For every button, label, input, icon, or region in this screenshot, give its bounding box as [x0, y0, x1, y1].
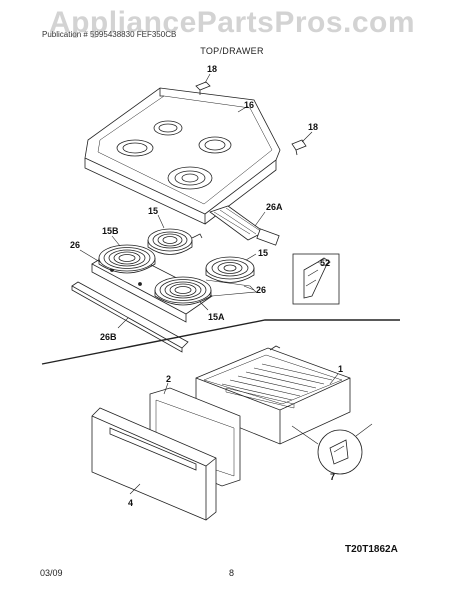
wire-harness: [209, 205, 280, 246]
callout-18-left: 18: [207, 64, 217, 74]
callout-52: 52: [320, 258, 330, 268]
mounting-bracket-left: [195, 73, 211, 95]
callout-15-top: 15: [148, 206, 158, 216]
callout-15b: 15B: [102, 226, 119, 236]
drawer-front-panel: [91, 407, 217, 521]
section-title: TOP/DRAWER: [200, 46, 264, 56]
callout-7: 7: [330, 472, 335, 482]
callout-16: 16: [244, 100, 254, 110]
surface-element-small: [147, 228, 203, 255]
callout-26-left: 26: [70, 240, 80, 250]
callout-26b: 26B: [100, 332, 117, 342]
callout-2: 2: [166, 374, 171, 384]
callout-18-right: 18: [308, 122, 318, 132]
callout-26a: 26A: [266, 202, 283, 212]
section-divider-line: [41, 319, 400, 365]
surface-element-large-front: [154, 276, 212, 306]
mounting-bracket-right: [291, 131, 313, 156]
callout-4: 4: [128, 498, 133, 508]
callout-15-right: 15: [258, 248, 268, 258]
footer-date: 03/09: [40, 568, 63, 578]
callout-1: 1: [338, 364, 343, 374]
callout-26-right: 26: [256, 285, 266, 295]
publication-reference: Publication # 5995438830 FEF350CB: [42, 30, 177, 39]
page-number: 8: [229, 568, 235, 578]
trim-strip: [71, 281, 189, 353]
surface-element-right: [205, 256, 255, 283]
callout-15a: 15A: [208, 312, 225, 322]
inset-part-52: [292, 253, 340, 305]
cooktop-glass-top: [84, 87, 281, 225]
surface-element-large-left: [98, 244, 156, 274]
inset-part-7: [291, 423, 373, 475]
diagram-id: T20T1862A: [345, 544, 398, 555]
